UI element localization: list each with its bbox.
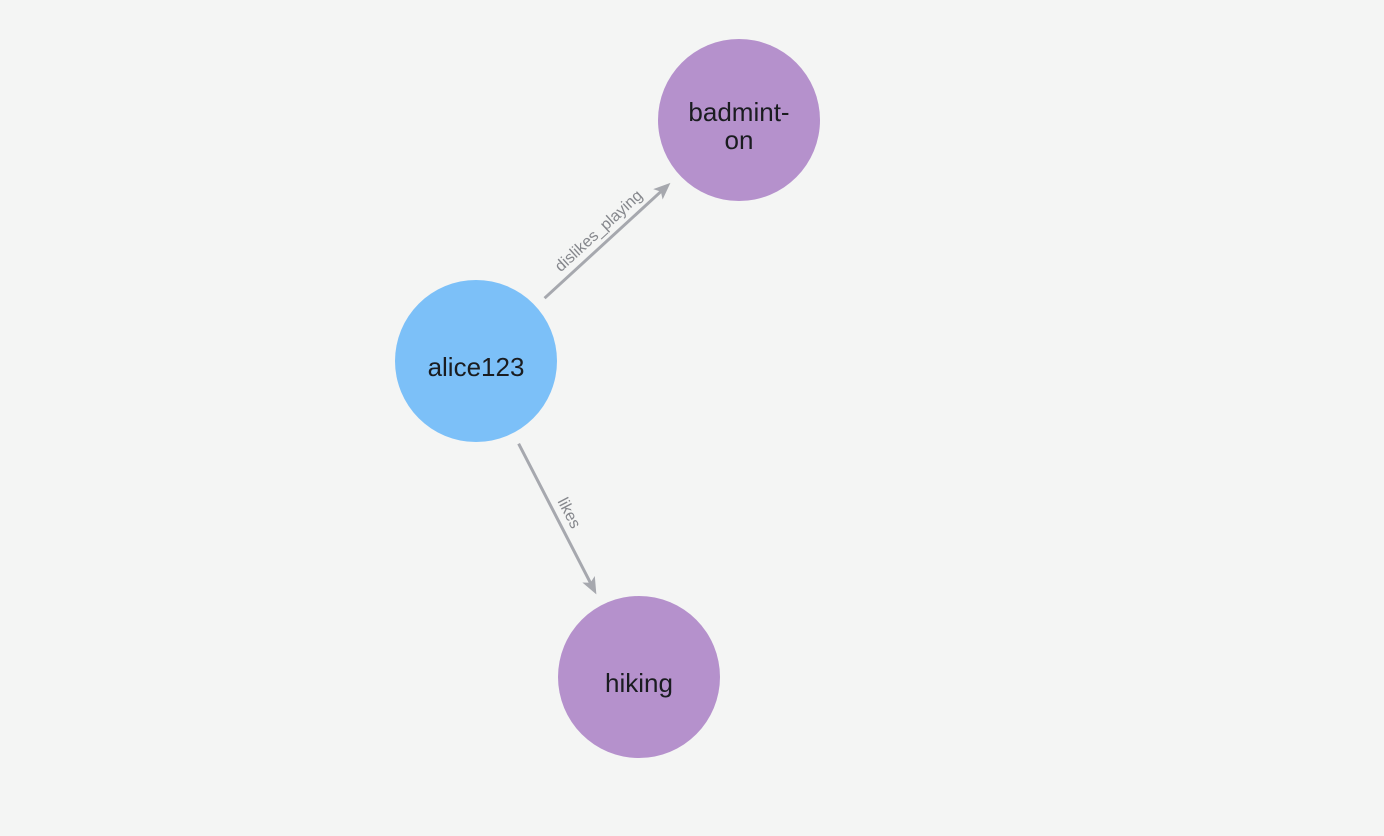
arrowhead-icon (653, 182, 671, 200)
graph-edge-likes[interactable]: likes (517, 442, 603, 598)
node-circle-hiking[interactable] (558, 596, 720, 758)
node-label-badminton: badmint-on (688, 97, 789, 155)
edge-label-dislikes_playing[interactable]: dislikes_playing (552, 187, 646, 275)
edge-label-likes[interactable]: likes (554, 495, 584, 531)
graph-node-badminton[interactable]: badmint-on (658, 39, 820, 201)
node-label-hiking: hiking (605, 668, 673, 698)
node-circle-alice123[interactable] (395, 280, 557, 442)
edge-line-likes[interactable] (517, 442, 593, 585)
arrowhead-icon (582, 576, 597, 595)
node-circle-badminton[interactable] (658, 39, 820, 201)
graph-node-alice123[interactable]: alice123 (395, 280, 557, 442)
graph-node-hiking[interactable]: hiking (558, 596, 720, 758)
graph-edge-dislikes_playing[interactable]: dislikes_playing (543, 178, 676, 300)
edge-line-dislikes_playing[interactable] (543, 189, 663, 300)
node-label-alice123: alice123 (428, 352, 525, 382)
